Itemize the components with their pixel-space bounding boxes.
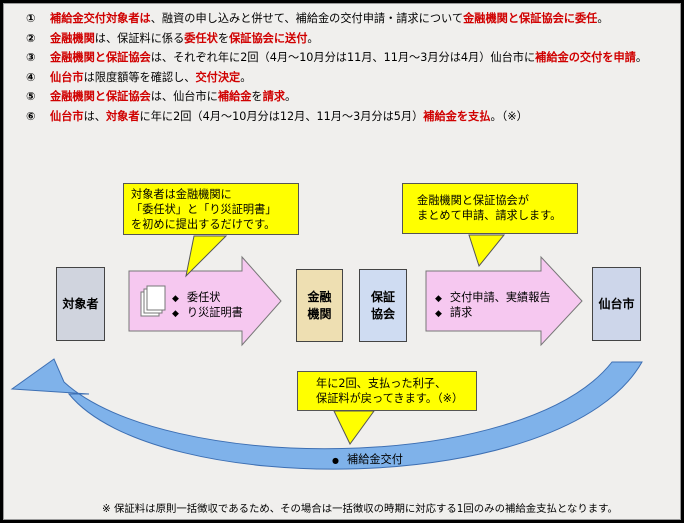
step-emphasis: 金融機関と保証協会 xyxy=(50,90,151,103)
step-2: ② 金融機関は、保証料に係る委任状を保証協会に送付。 xyxy=(26,32,319,46)
document-icon xyxy=(140,285,166,317)
step-number: ⑤ xyxy=(26,90,36,103)
step-text: 、融資の申し込みと併せて、補給金の交付申請・請求について xyxy=(150,12,464,25)
step-6: ⑥ 仙台市は、対象者に年に2回（4月～10月分は12月、11月～3月分は5月）補給… xyxy=(26,110,528,124)
step-number: ⑥ xyxy=(26,109,36,123)
step-text: は、それぞれ年に2回（4月～10月分は11月、11月～3月分は4月）仙台市に xyxy=(150,51,536,64)
step-text: は限度額等を確認し、 xyxy=(83,70,196,84)
footnote: ※ 保証料は原則一括徴収であるため、その場合は一括徴収の時期に対応する1回のみの… xyxy=(102,503,618,515)
step-text: は、仙台市に xyxy=(150,90,218,103)
step-number: ② xyxy=(26,31,36,45)
step-number: ① xyxy=(26,12,36,25)
callout-left-pointer xyxy=(185,235,228,278)
arrow1-item-2: り災証明書 xyxy=(172,305,243,322)
step-emphasis: 金融機関 xyxy=(50,31,95,45)
arrow1-item-1: 委任状 xyxy=(172,290,221,307)
step-text: に年に2回（4月～10月分は12月、11月～3月分は5月） xyxy=(139,109,424,123)
step-1: ① 補給金交付対象者は、融資の申し込みと併せて、補給金の交付申請・請求について金融… xyxy=(26,12,609,26)
callout-bottom-pointer xyxy=(333,410,375,445)
step-emphasis: 対象者 xyxy=(105,109,140,123)
step-emphasis: 金融機関と保証協会 xyxy=(50,51,151,64)
step-emphasis: 保証協会に送付 xyxy=(229,31,308,45)
step-3: ③ 金融機関と保証協会は、それぞれ年に2回（4月～10月分は11月、11月～3月分… xyxy=(26,51,647,65)
step-emphasis: 補給金交付対象者は xyxy=(50,12,151,25)
payment-curve-arrow xyxy=(10,358,643,470)
box-taishosha: 対象者 xyxy=(56,267,105,341)
callout-right-pointer xyxy=(468,234,506,268)
callout-bottom: 年に2回、支払った利子、 保証料が戻ってきます。（※） xyxy=(297,371,477,411)
step-text: 。 xyxy=(635,51,648,64)
step-number: ④ xyxy=(26,70,36,84)
callout-right: 金融機関と保証協会が まとめて申請、請求します。 xyxy=(402,183,578,234)
bullet-icon: ● xyxy=(332,456,339,465)
curve-label: ●補給金交付 xyxy=(332,453,403,466)
step-text: 。 xyxy=(307,31,319,45)
step-emphasis: 仙台市 xyxy=(50,109,84,123)
step-text: は、 xyxy=(83,109,106,123)
step-emphasis: 仙台市 xyxy=(50,70,84,84)
arrow2-item-1: 交付申請、実績報告 xyxy=(435,290,551,307)
step-emphasis: 補給金 xyxy=(217,90,252,103)
box-sendai: 仙台市 xyxy=(592,267,641,341)
arrow2-item-2: 請求 xyxy=(435,305,472,322)
step-emphasis: 交付決定 xyxy=(195,70,241,84)
step-emphasis: 補給金を支払 xyxy=(423,109,491,123)
box-kinyu-kikan: 金融機関 xyxy=(296,269,343,342)
diagram-graphics xyxy=(10,234,643,470)
step-4: ④ 仙台市は限度額等を確認し、交付決定。 xyxy=(26,71,251,85)
step-text: を xyxy=(251,90,263,103)
step-5: ⑤ 金融機関と保証協会は、仙台市に補給金を請求。 xyxy=(26,90,296,104)
step-emphasis: 補給金の交付を申請 xyxy=(535,51,636,64)
step-text: 。 xyxy=(597,12,609,25)
step-text: を xyxy=(217,31,230,45)
step-text: 。 xyxy=(285,90,297,103)
step-emphasis: 金融機関と保証協会に委任 xyxy=(463,12,598,25)
step-number: ③ xyxy=(26,51,36,64)
step-text: 。 xyxy=(240,70,252,84)
box-hosho-kyokai: 保証協会 xyxy=(359,269,407,342)
callout-left: 対象者は金融機関に 「委任状」と「り災証明書」 を初めに提出するだけです。 xyxy=(123,183,299,235)
step-emphasis: 請求 xyxy=(262,90,286,103)
step-text: 。（※） xyxy=(490,109,528,123)
step-text: は、保証料に係る xyxy=(94,31,185,45)
step-emphasis: 委任状 xyxy=(184,31,218,45)
